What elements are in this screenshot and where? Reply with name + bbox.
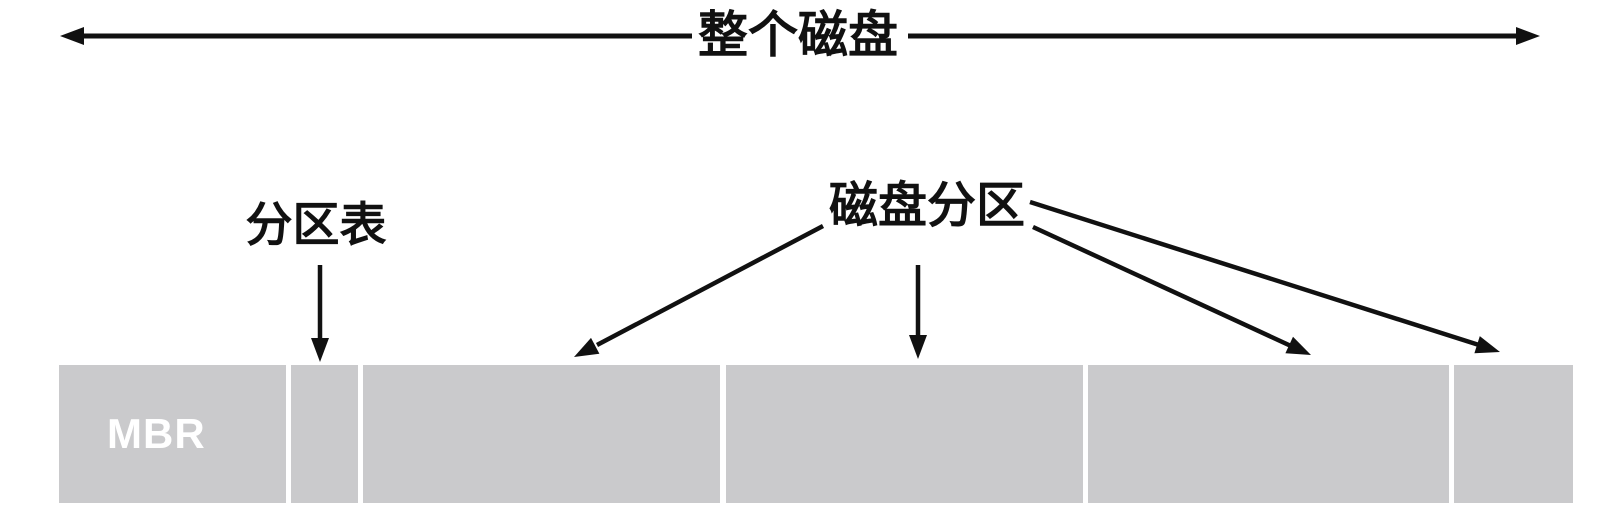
partition-table-arrowhead-icon — [311, 338, 329, 362]
partition-table-label: 分区表 — [245, 198, 387, 251]
segment-partition-3 — [1088, 365, 1449, 503]
disk-partition-arrowhead-2-icon — [909, 335, 927, 359]
disk-partition-arrow-4-line — [1029, 199, 1480, 348]
segment-partition-1 — [363, 365, 720, 503]
disk-partition-arrowhead-4-icon — [1474, 336, 1500, 354]
mbr-label: MBR — [107, 410, 206, 457]
whole-disk-arrowhead-right-icon — [1516, 27, 1540, 45]
whole-disk-arrowhead-left-icon — [60, 27, 84, 45]
segment-partition-table — [291, 365, 358, 503]
segment-partition-4 — [1454, 365, 1573, 503]
segment-mbr: MBR — [59, 365, 286, 503]
segment-partition-2 — [726, 365, 1083, 503]
disk-partition-arrow-1-line — [595, 224, 825, 347]
whole-disk-label: 整个磁盘 — [698, 7, 898, 63]
disk-partition-arrowhead-1-icon — [574, 337, 600, 357]
disk-partition-label: 磁盘分区 — [828, 179, 1025, 233]
disk-partition-arrow-3-line — [1032, 224, 1292, 349]
disk-bar: MBR — [59, 365, 1573, 503]
disk-partition-arrowhead-3-icon — [1285, 336, 1311, 355]
